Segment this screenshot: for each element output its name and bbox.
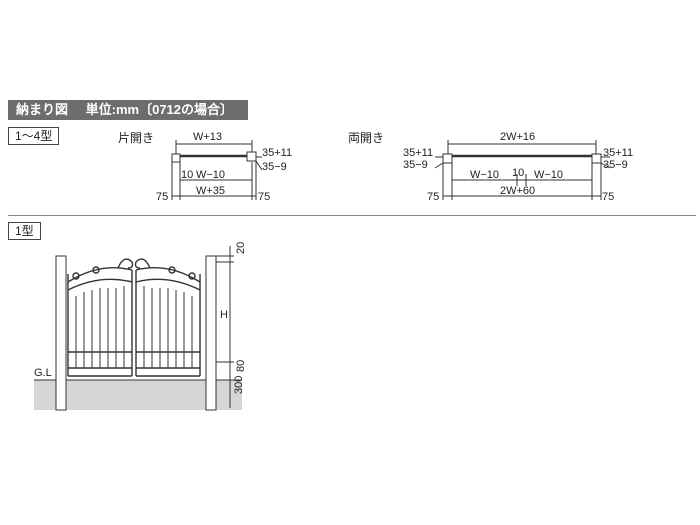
double-dim-gap: 10 — [512, 167, 524, 179]
single-dim-top: W+13 — [193, 131, 222, 143]
gate-bars — [75, 286, 193, 368]
single-dim-gap: 10 — [181, 169, 193, 181]
double-dim-left2: 35−9 — [403, 159, 428, 171]
double-dim-right-post: 75 — [602, 191, 614, 203]
double-dim-right2: 35−9 — [603, 159, 628, 171]
single-swing-title: 片開き — [118, 131, 155, 145]
header-bar: 納まり図 単位:mm〔0712の場合〕 — [8, 100, 248, 120]
double-dim-inner-left: W−10 — [470, 169, 499, 181]
dim-top-20: 20 — [235, 242, 247, 254]
single-dim-inner: W−10 — [196, 169, 225, 181]
left-post — [55, 255, 67, 411]
dim-height-h: H — [220, 309, 228, 321]
type-label-1: 1型 — [8, 222, 41, 240]
type-label-1-4: 1〜4型 — [8, 127, 60, 145]
single-dim-right1: 35+11 — [262, 147, 292, 159]
single-dim-left-post: 75 — [156, 191, 168, 203]
double-dim-inner-right: W−10 — [534, 169, 563, 181]
section-divider — [8, 215, 696, 216]
double-dim-right1: 35+11 — [603, 147, 633, 159]
single-dim-right-post: 75 — [258, 191, 270, 203]
height-dimension — [216, 246, 234, 408]
gate-leaves — [67, 258, 201, 377]
gl-label: G.L — [34, 367, 52, 379]
right-post — [205, 255, 217, 411]
single-dim-bottom: W+35 — [196, 185, 225, 197]
header-unit: 単位:mm〔0712の場合〕 — [85, 102, 234, 117]
dim-ground-300: 300 — [233, 376, 245, 394]
dim-bottom-80: 80 — [235, 360, 247, 372]
double-dim-left1: 35+11 — [403, 147, 433, 159]
header-title: 納まり図 — [16, 102, 69, 117]
double-dim-bottom: 2W+60 — [500, 185, 535, 197]
single-dim-right2: 35−9 — [262, 161, 287, 173]
double-dim-left-post: 75 — [427, 191, 439, 203]
double-swing-title: 両開き — [348, 131, 385, 145]
double-dim-top: 2W+16 — [500, 131, 535, 143]
